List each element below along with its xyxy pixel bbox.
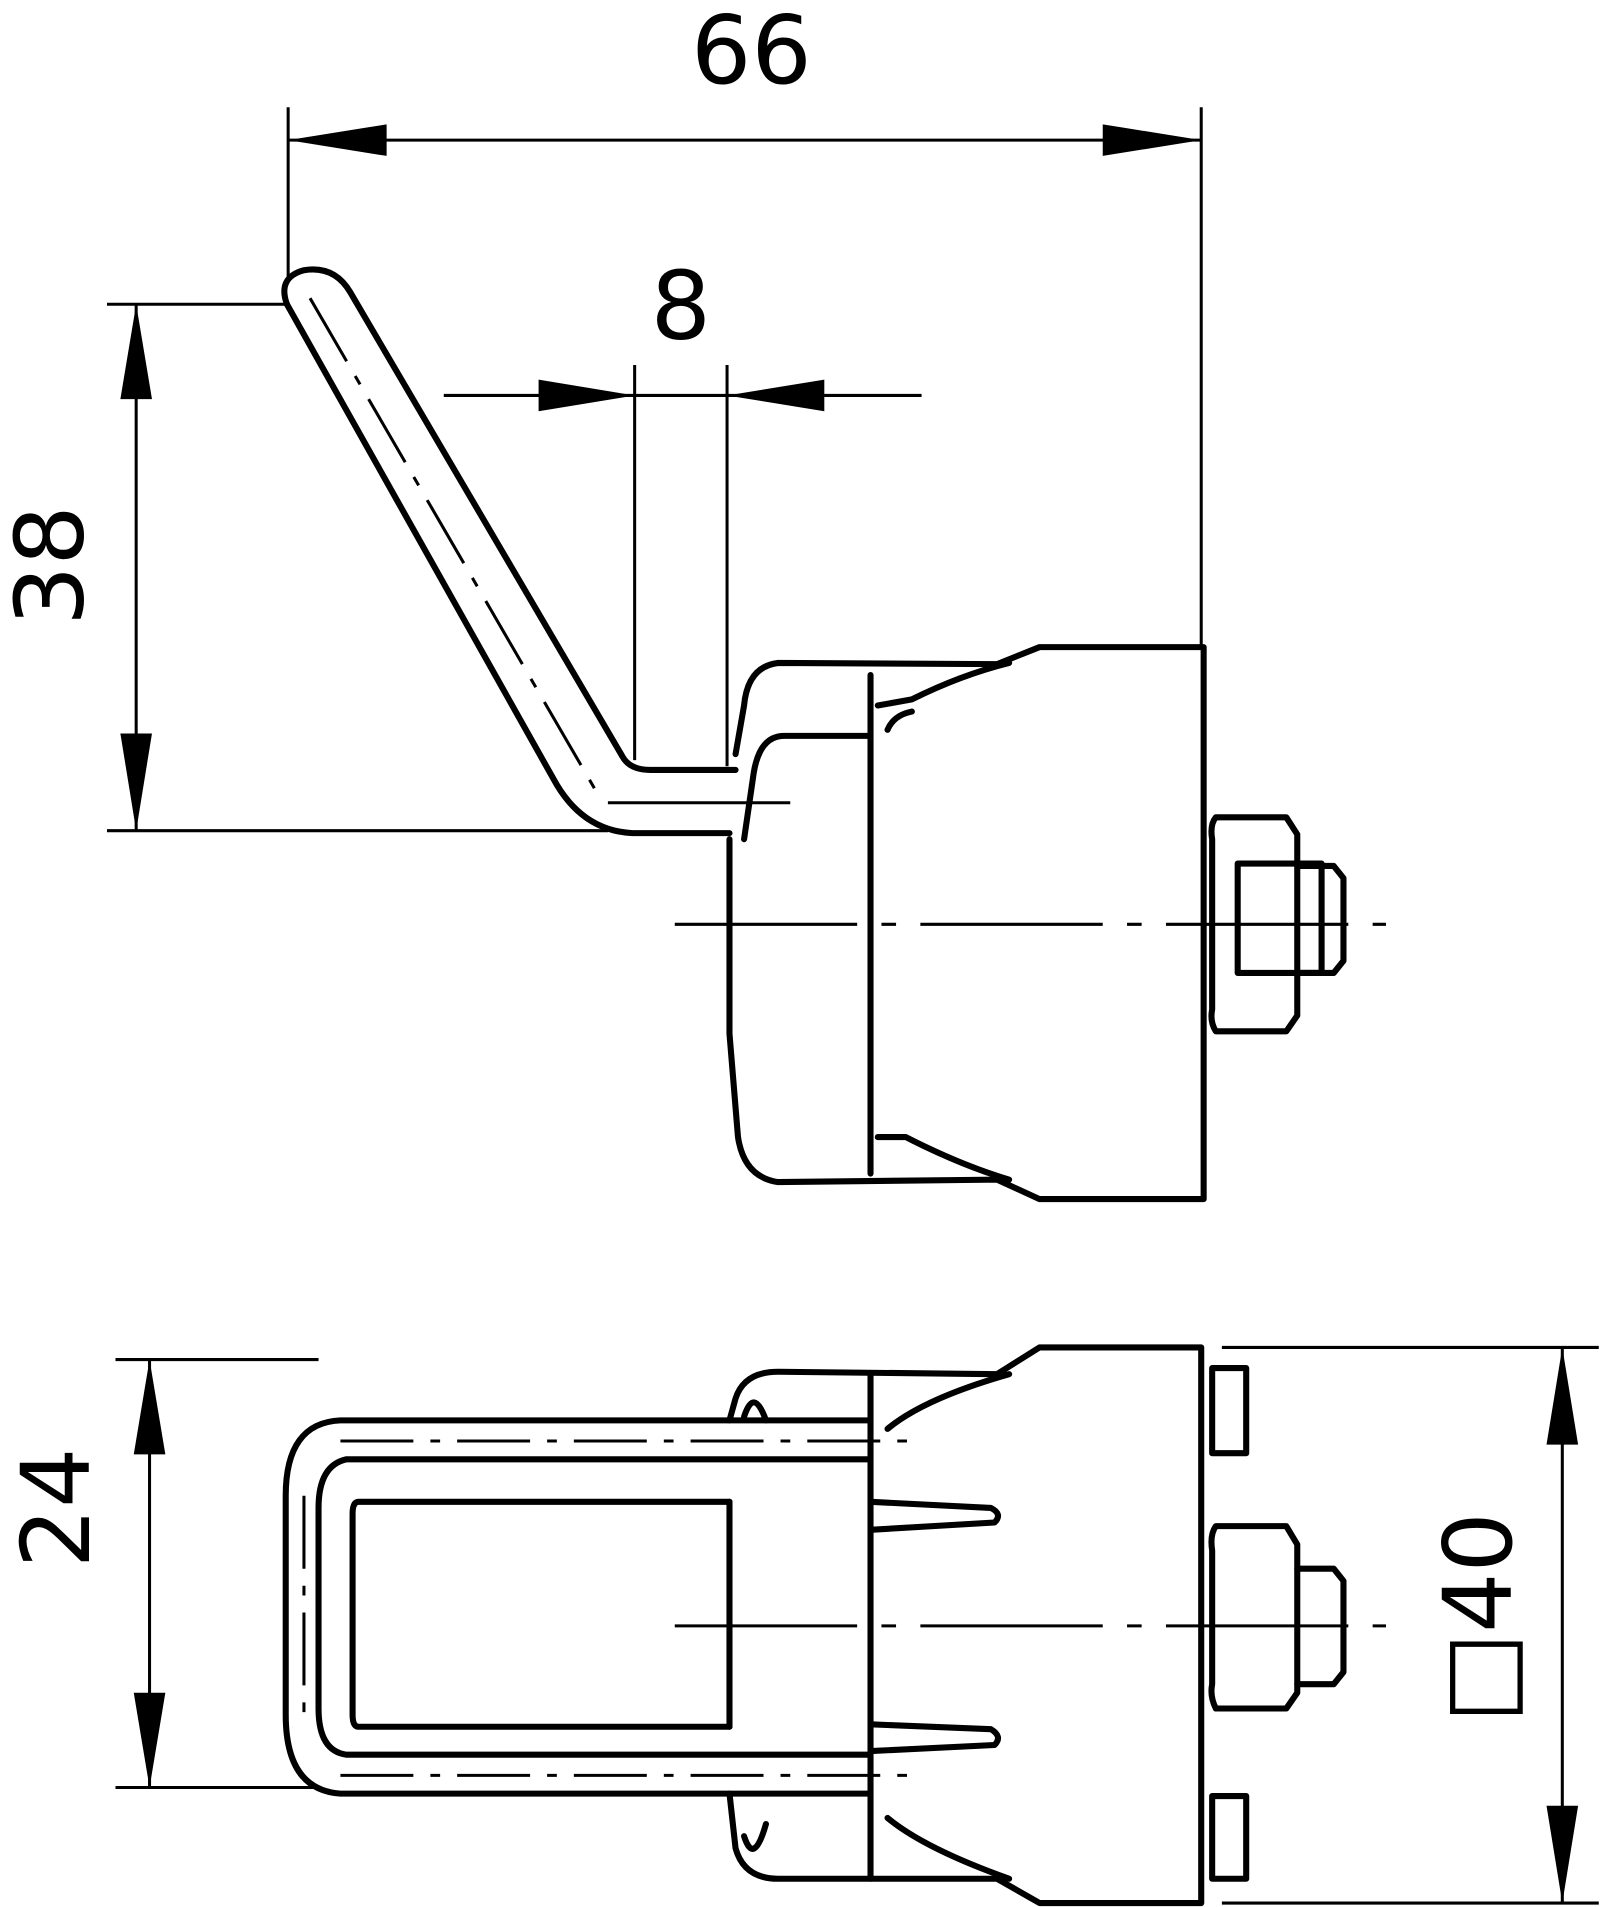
u-loop	[282, 1417, 912, 1797]
arrow-right	[1102, 124, 1202, 156]
dimension-38: 38	[0, 302, 608, 833]
arrow-bottom	[1546, 1805, 1579, 1904]
clamp-body-top-view	[726, 644, 1207, 1203]
arrow-bottom	[133, 1692, 166, 1788]
arrow-top	[120, 304, 152, 400]
nuts-bottom-view	[674, 1365, 1387, 1882]
dimension-66: 66	[286, 0, 1203, 645]
bolt-head-top	[1209, 1365, 1250, 1457]
arrow-left	[538, 379, 635, 412]
bolt-end	[1294, 862, 1347, 976]
dimension-40: □40	[1221, 1345, 1599, 1905]
dimension-label-66: 66	[691, 0, 812, 106]
dimension-label-square-40: □40	[1424, 1512, 1534, 1722]
dimension-label-24: 24	[2, 1448, 112, 1569]
arrow-top	[1546, 1347, 1579, 1445]
washer	[1234, 860, 1325, 976]
bolt-head-bottom	[1209, 1793, 1250, 1882]
nut	[1208, 1523, 1301, 1712]
dimension-label-38: 38	[0, 505, 106, 626]
nut-top-view	[674, 814, 1387, 1035]
hook-centerline	[308, 297, 598, 792]
arrow-left	[288, 124, 387, 156]
arrow-right	[727, 379, 825, 412]
hook-rod	[281, 266, 791, 837]
arrow-top	[133, 1359, 166, 1455]
arrow-bottom	[120, 733, 152, 831]
dimension-8: 8	[443, 251, 922, 767]
dimension-label-8: 8	[651, 251, 711, 361]
nut	[1208, 814, 1301, 1035]
dimension-24: 24	[2, 1358, 319, 1790]
